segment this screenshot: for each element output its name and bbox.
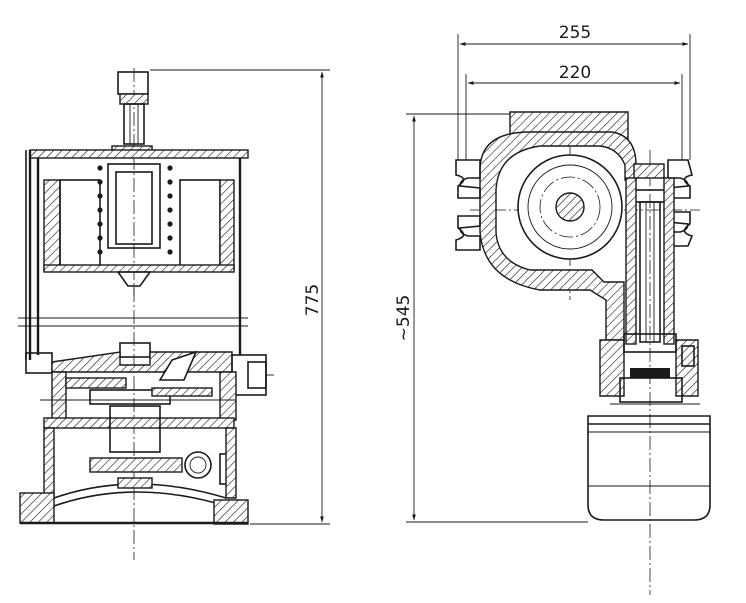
dim-width-inner: 220 bbox=[559, 63, 591, 83]
dim-width-outer: 255 bbox=[559, 23, 591, 43]
dim-overall-height: 775 bbox=[303, 284, 323, 316]
right-view bbox=[455, 111, 711, 595]
dimension-545: ~545 bbox=[394, 113, 588, 523]
dimension-255: 255 bbox=[457, 23, 691, 160]
dimension-220: 220 bbox=[465, 63, 683, 160]
left-view bbox=[18, 68, 274, 560]
dim-height-approx: ~545 bbox=[394, 295, 414, 342]
coil-dots bbox=[97, 165, 173, 255]
dimension-775: 775 bbox=[150, 69, 330, 525]
